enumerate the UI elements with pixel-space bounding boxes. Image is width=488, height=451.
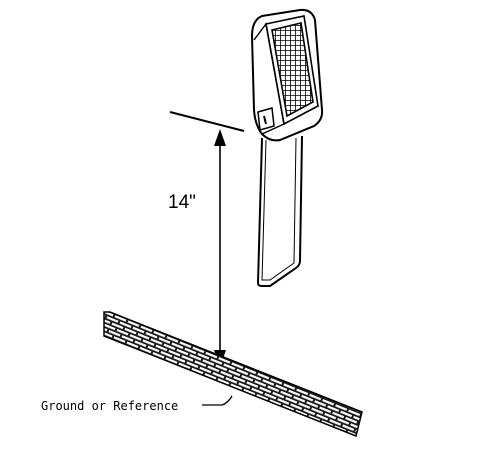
- dimension-arrow-icon: [214, 129, 226, 367]
- wire-stand: [256, 135, 303, 287]
- reference-height-line: [169, 111, 245, 132]
- ground-label: Ground or Reference: [41, 399, 178, 413]
- reflector-grille: [271, 22, 314, 118]
- dimension-label: 14": [168, 192, 196, 213]
- brick-ground-icon: [103, 311, 363, 438]
- ground-leader-line: [202, 395, 233, 406]
- reflector-icon: [250, 8, 324, 287]
- mounting-screw: [263, 115, 267, 125]
- reflector-side: [253, 22, 285, 135]
- wire-stand-inner: [261, 137, 297, 281]
- mounting-clip: [257, 107, 275, 131]
